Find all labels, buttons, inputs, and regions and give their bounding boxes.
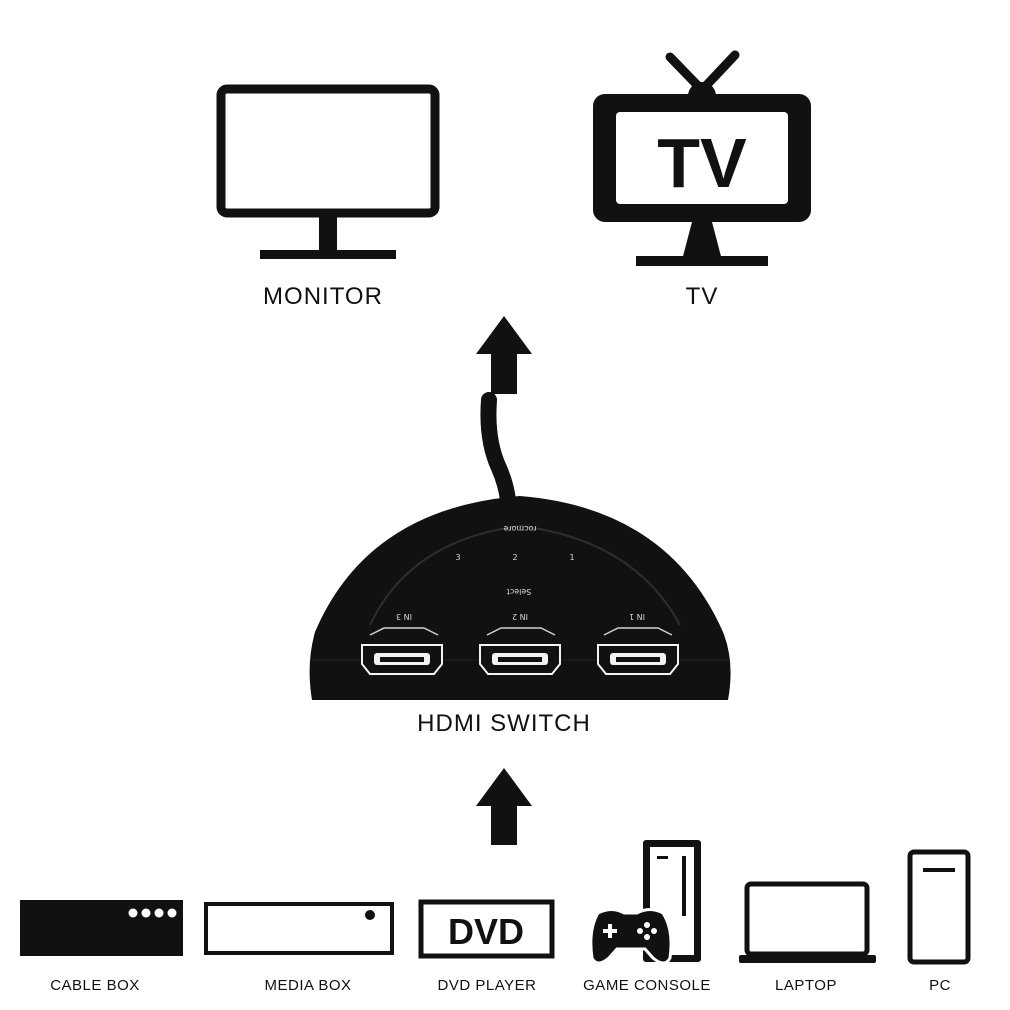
tv-screen-text: TV	[657, 124, 747, 202]
switch-number-1: 1	[569, 553, 574, 562]
port-label-in1: IN 1	[629, 612, 645, 621]
laptop-label: LAPTOP	[775, 977, 837, 994]
hdmi-switch-label: HDMI SWITCH	[417, 710, 591, 737]
cable-box-icon	[20, 900, 183, 956]
media-box-label: MEDIA BOX	[264, 977, 351, 994]
media-box-icon	[204, 902, 394, 955]
port-label-in2: IN 2	[512, 612, 528, 621]
monitor-label: MONITOR	[263, 283, 383, 310]
switch-select-text: Select	[507, 587, 532, 596]
switch-number-3: 3	[455, 553, 460, 562]
dvd-player-label: DVD PLAYER	[438, 977, 537, 994]
dvd-player-icon	[418, 899, 555, 959]
arrow-up-icon	[476, 316, 532, 394]
game-console-icon	[589, 840, 701, 965]
tv-icon	[593, 50, 811, 266]
hdmi-switch-icon: rocmore 3 2 1 Select IN 3 IN 2 IN 1	[309, 392, 731, 700]
pc-label: PC	[929, 977, 951, 994]
pc-icon	[907, 849, 971, 965]
cable-box-label: CABLE BOX	[50, 977, 140, 994]
switch-number-2: 2	[512, 553, 517, 562]
laptop-icon	[739, 881, 876, 963]
port-label-in3: IN 3	[396, 612, 412, 621]
hdmi-port-3	[361, 644, 443, 675]
switch-brand-text: rocmore	[503, 524, 536, 533]
hdmi-port-2	[479, 644, 561, 675]
dvd-screen-text: DVD	[448, 911, 524, 952]
tv-label: TV	[686, 283, 719, 310]
game-console-label: GAME CONSOLE	[583, 977, 711, 994]
arrow-up-icon	[476, 768, 532, 845]
hdmi-port-1	[597, 644, 679, 675]
monitor-icon	[216, 84, 440, 259]
